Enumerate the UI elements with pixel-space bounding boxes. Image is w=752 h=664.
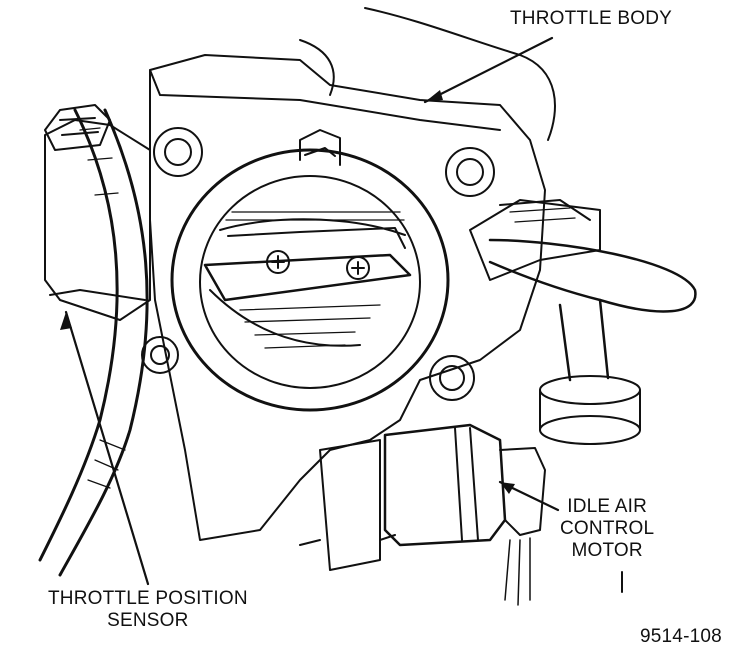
figure-number: 9514-108 (640, 626, 722, 647)
throttle-bore (170, 129, 450, 412)
arrow-throttle-body (425, 90, 443, 102)
bolt-top-right (445, 147, 495, 197)
label-idle-air-control-motor: IDLE AIR CONTROL MOTOR (560, 496, 654, 562)
tps-assembly (44, 104, 151, 321)
bore-tab (299, 129, 341, 166)
intake-upper (299, 39, 335, 96)
label-tps-line-2: SENSOR (107, 610, 189, 631)
throttle-body-housing (149, 54, 546, 541)
bolt-lower-left (141, 336, 179, 374)
leader-lines (64, 36, 560, 586)
label-iac-line-2: CONTROL (560, 518, 655, 539)
housing-top-flange (149, 69, 501, 131)
label-iac-line-3: MOTOR (571, 540, 643, 561)
arrow-iac (500, 482, 515, 494)
hose-fitting (539, 375, 641, 445)
plate-screw-1 (266, 250, 290, 274)
mounting-bracket (299, 439, 396, 571)
arrow-tps (60, 312, 72, 330)
label-tps-line-1: THROTTLE POSITION (48, 588, 248, 609)
bore-tab-notch (304, 147, 336, 157)
leader-tps (64, 310, 150, 586)
throttle-plate (203, 218, 412, 347)
leader-throttle-body (423, 36, 554, 104)
bolt-lower-right (429, 355, 475, 401)
plate-screw-2 (346, 256, 370, 280)
bore-shading (225, 211, 405, 349)
iac-motor (383, 423, 546, 606)
bolt-top-left (153, 127, 203, 177)
harness (38, 108, 149, 577)
label-iac-line-1: IDLE AIR (567, 496, 648, 517)
vacuum-hose (488, 238, 697, 382)
label-throttle-position-sensor: THROTTLE POSITION SENSOR (48, 588, 248, 632)
label-throttle-body: THROTTLE BODY (510, 8, 673, 29)
